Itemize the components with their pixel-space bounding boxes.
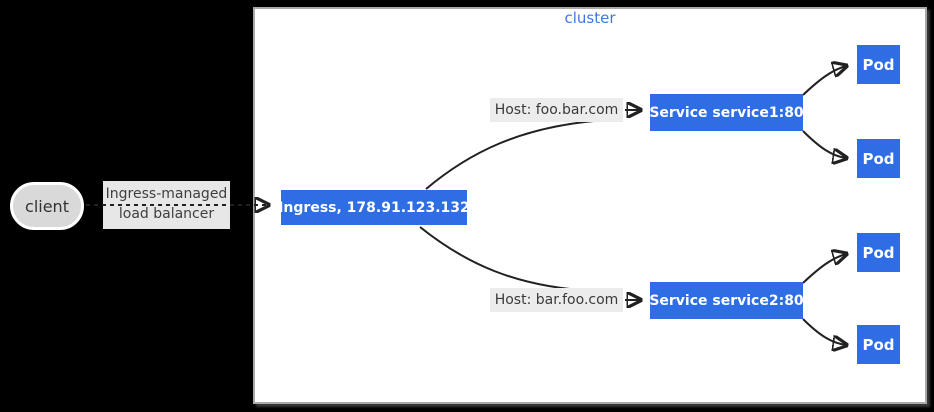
load-balancer-label-line2: load balancer [118,206,215,222]
pod-node-1: Pod [857,45,900,84]
service2-node: Service service2:80 [649,282,804,319]
load-balancer-label: Ingress-managed load balancer [103,181,230,229]
client-node: client [10,182,84,230]
pod-node-2: Pod [857,139,900,178]
pod-node-4: Pod [857,325,900,364]
cluster-label: cluster [564,9,616,27]
ingress-node: Ingress, 178.91.123.132 [278,190,470,225]
host-label-bar-foo: Host: bar.foo.com [490,288,623,312]
host-label-foo-bar: Host: foo.bar.com [490,98,623,122]
pod-node-3: Pod [857,233,900,272]
service1-node: Service service1:80 [649,94,804,131]
load-balancer-label-line1: Ingress-managed [105,186,228,203]
